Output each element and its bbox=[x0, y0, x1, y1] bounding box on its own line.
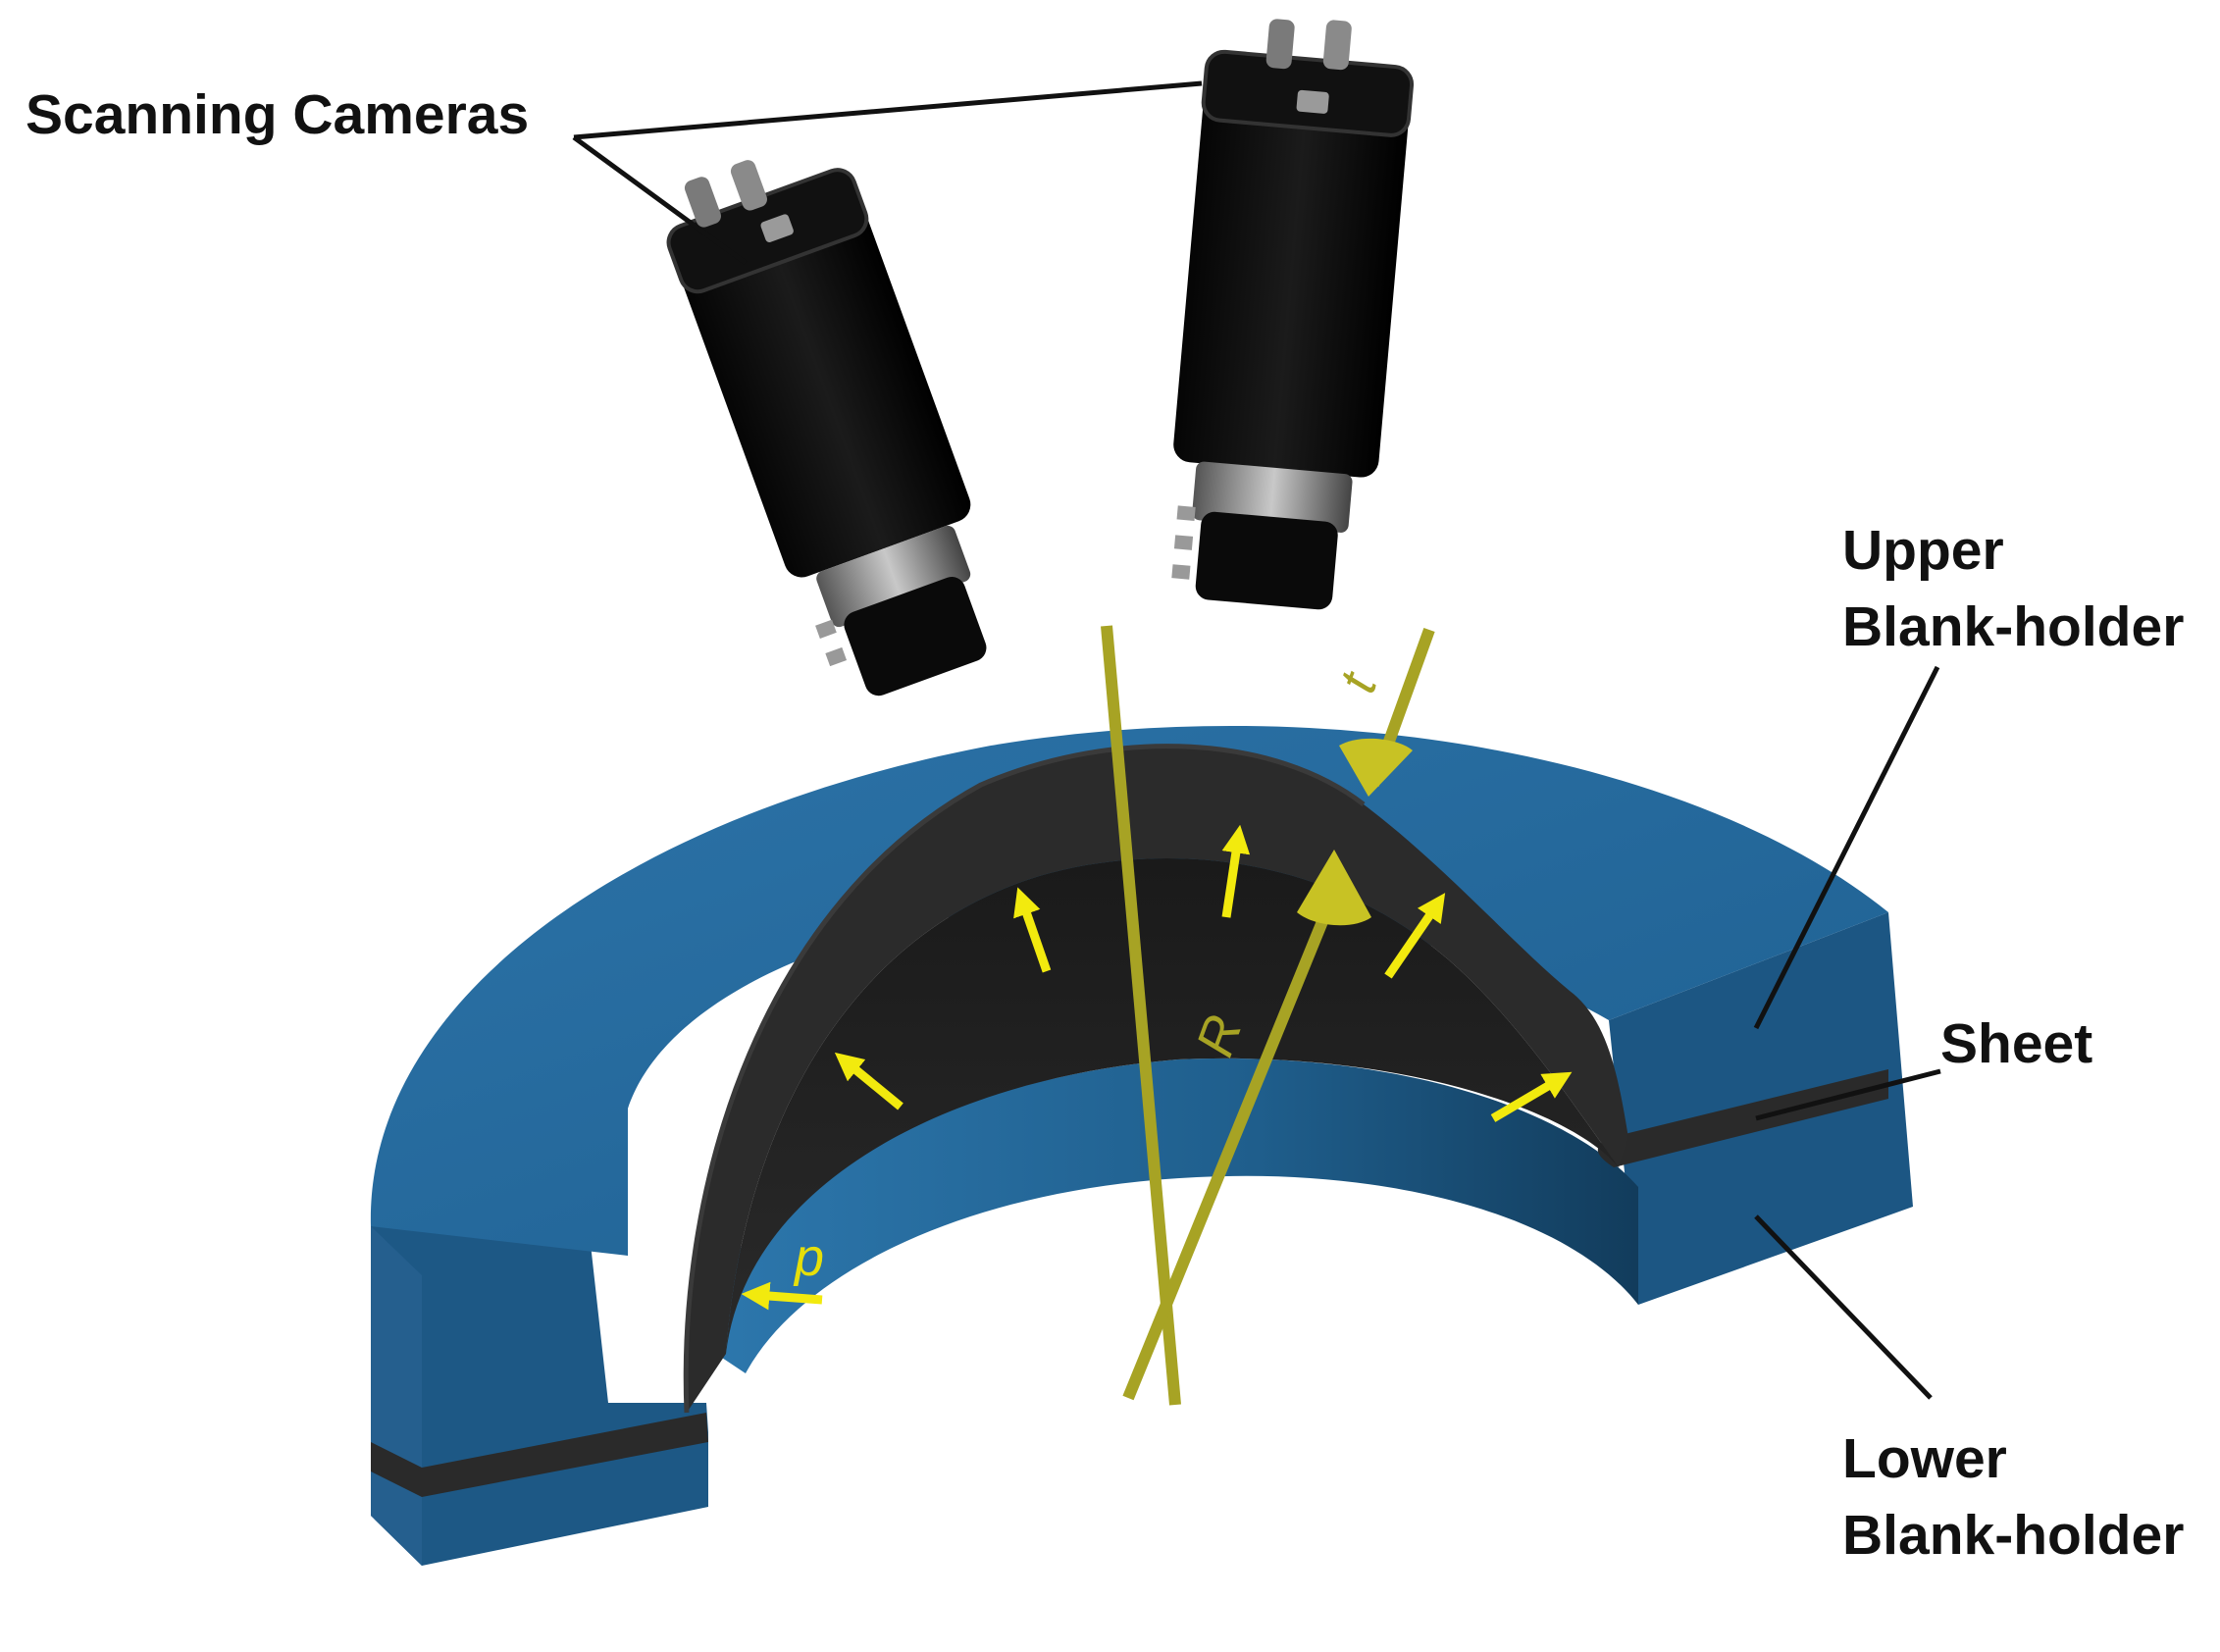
camera-connector bbox=[730, 160, 767, 211]
label-line: Lower bbox=[1842, 1427, 2007, 1490]
camera-led bbox=[1296, 89, 1329, 114]
label-lower-blank-holder: Lower Blank-holder bbox=[1842, 1420, 2184, 1574]
leader-line-sheet bbox=[1755, 1068, 1941, 1121]
lens-screw bbox=[1173, 535, 1194, 550]
camera-connector bbox=[1322, 20, 1352, 71]
upper-blank-holder bbox=[370, 725, 1888, 1256]
label-line: Upper bbox=[1842, 519, 2004, 582]
measurement-axes bbox=[1101, 625, 1435, 1406]
pressure-symbol: p bbox=[793, 1228, 824, 1287]
camera-led bbox=[760, 214, 794, 243]
pressure-arrow bbox=[1490, 1071, 1573, 1122]
leader-lines bbox=[572, 80, 1941, 1400]
lens-barrel bbox=[844, 577, 987, 697]
leader-line-camera-right bbox=[573, 80, 1203, 140]
thickness-symbol: t bbox=[1327, 664, 1388, 699]
pressure-arrow bbox=[1013, 887, 1052, 973]
label-line: Blank-holder bbox=[1842, 1504, 2185, 1567]
inner-bore-wall bbox=[687, 1058, 1638, 1373]
camera-connector bbox=[1265, 19, 1295, 70]
label-sheet: Sheet bbox=[1940, 1012, 2093, 1075]
lens-screw bbox=[1176, 505, 1196, 521]
camera-body bbox=[1173, 51, 1413, 478]
pressure-arrow bbox=[741, 1281, 823, 1311]
lens-ring bbox=[816, 525, 971, 628]
radius-axis bbox=[1122, 890, 1340, 1401]
camera-connector bbox=[684, 177, 721, 228]
leader-line-upper-holder bbox=[1753, 665, 1940, 1030]
lens-screw bbox=[825, 646, 848, 667]
pressure-arrow bbox=[834, 1052, 903, 1110]
camera-left bbox=[666, 160, 987, 697]
blank-holder-assembly bbox=[370, 725, 1913, 1566]
sheet-right bbox=[1597, 1069, 1888, 1167]
sheet bbox=[371, 1413, 708, 1497]
label-upper-blank-holder: Upper Blank-holder bbox=[1842, 512, 2184, 665]
leader-line-lower-holder bbox=[1754, 1214, 1933, 1400]
radius-cone-icon bbox=[1297, 850, 1371, 926]
dome-outer-sheet bbox=[686, 746, 1628, 1413]
pressure-arrows bbox=[741, 824, 1573, 1311]
label-line: Blank-holder bbox=[1842, 595, 2185, 658]
leader-line-camera-left bbox=[572, 134, 748, 266]
dome-rim-highlight bbox=[683, 744, 1366, 1414]
lens-screw bbox=[1171, 564, 1191, 580]
label-scanning-cameras: Scanning Cameras bbox=[26, 83, 530, 146]
vertical-axis bbox=[1101, 625, 1181, 1406]
lens-screw bbox=[815, 619, 837, 639]
lens-barrel bbox=[1195, 511, 1338, 610]
thickness-cone-icon bbox=[1339, 738, 1413, 797]
camera-right bbox=[1171, 19, 1415, 610]
bulged-dome bbox=[683, 744, 1628, 1414]
pressure-arrow bbox=[1384, 893, 1446, 979]
outer-front-wall-left bbox=[371, 1226, 422, 1566]
pressure-arrow bbox=[1221, 824, 1251, 918]
dome-inner-surface bbox=[726, 858, 1619, 1354]
